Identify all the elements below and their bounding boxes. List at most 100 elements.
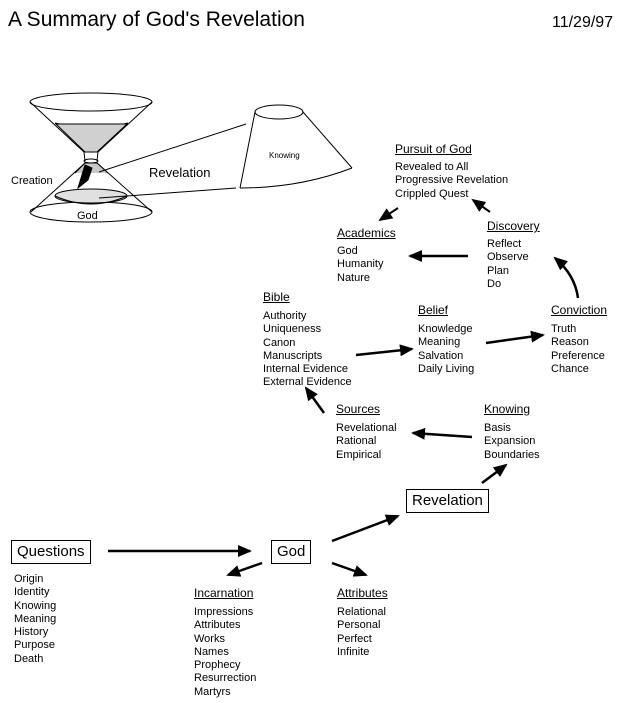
hourglass-shape	[29, 92, 153, 223]
knowing-list: Basis Expansion Boundaries	[484, 422, 540, 462]
attributes-node: Attributes Relational Personal Perfect I…	[337, 586, 388, 659]
list-item: Origin	[14, 573, 44, 585]
page-date: 11/29/97	[552, 14, 614, 31]
list-item: Crippled Quest	[395, 187, 469, 200]
list-item: Meaning	[14, 612, 57, 625]
pursuit-heading: Pursuit of God	[395, 142, 508, 156]
questions-list: Origin Identity Knowing Meaning History …	[14, 573, 56, 666]
arrow-sources-bible	[304, 386, 326, 414]
list-item: Meaning	[418, 336, 461, 349]
conviction-list: Truth Reason Preference Chance	[551, 323, 607, 376]
list-item: Preference	[551, 349, 605, 362]
list-item: Plan	[487, 264, 510, 277]
arrow-god-revelation	[331, 514, 400, 543]
sources-list: Revelational Rational Empirical	[336, 422, 397, 462]
list-item: Infinite	[337, 645, 370, 658]
list-item: Authority	[263, 310, 307, 322]
list-item: Resurrection	[194, 672, 257, 685]
arrow-conviction-discovery	[553, 256, 580, 299]
knowing-cone-label: Knowing	[269, 151, 300, 160]
pursuit-node: Pursuit of God Revealed to All Progressi…	[395, 142, 508, 201]
list-item: Impressions	[194, 606, 254, 618]
list-item: Salvation	[418, 349, 464, 362]
belief-heading: Belief	[418, 303, 449, 317]
academics-heading: Academics	[337, 226, 396, 240]
arrow-discovery-pursuit	[471, 198, 491, 213]
attributes-heading: Attributes	[337, 586, 388, 600]
creation-label: Creation	[11, 175, 53, 187]
arrow-belief-conviction	[485, 330, 545, 345]
list-item: Daily Living	[418, 362, 475, 375]
incarnation-list: Impressions Attributes Works Names Proph…	[194, 606, 256, 699]
pursuit-heading-word1: Pursuit	[395, 142, 433, 156]
list-item: Death	[14, 652, 44, 665]
arrow-bible-belief	[355, 344, 414, 357]
list-item: History	[14, 626, 49, 639]
list-item: Boundaries	[484, 448, 540, 461]
list-item: Knowledge	[418, 323, 473, 335]
god-cone-label: God	[77, 210, 98, 222]
arrow-knowing-sources	[411, 427, 473, 440]
list-item: Rational	[336, 435, 377, 448]
arrow-god-incarnation	[226, 561, 263, 577]
incarnation-heading: Incarnation	[194, 586, 254, 600]
list-item: Perfect	[337, 632, 372, 645]
list-item: Reason	[551, 336, 589, 349]
god-box: God	[271, 540, 312, 564]
knowing-cone	[239, 104, 353, 189]
list-item: Names	[194, 645, 229, 658]
list-item: Basis	[484, 422, 511, 434]
academics-node: Academics God Humanity Nature	[337, 226, 396, 285]
sources-heading: Sources	[336, 402, 381, 416]
sources-node: Sources Revelational Rational Empirical	[336, 402, 397, 462]
arrow-academics-pursuit	[378, 207, 399, 222]
discovery-node: Discovery Reflect Observe Plan Do	[487, 219, 540, 291]
pursuit-heading-word3: God	[449, 142, 472, 156]
list-item: Personal	[337, 619, 381, 632]
revelation-hourglass-label: Revelation	[149, 165, 211, 180]
list-item: Martyrs	[194, 685, 231, 698]
incarnation-node: Incarnation Impressions Attributes Works…	[194, 586, 256, 699]
list-item: Knowing	[14, 599, 57, 612]
list-item: Expansion	[484, 435, 536, 448]
list-item: Progressive Revelation	[395, 174, 509, 187]
list-item: Attributes	[194, 619, 241, 632]
discovery-heading: Discovery	[487, 219, 540, 233]
list-item: Uniqueness	[263, 323, 322, 336]
arrow-revelation-knowing	[481, 463, 508, 484]
conviction-node: Conviction Truth Reason Preference Chanc…	[551, 303, 607, 376]
list-item: Manuscripts	[263, 349, 323, 362]
list-item: God	[337, 245, 358, 257]
list-item: Do	[487, 277, 502, 290]
list-item: Purpose	[14, 639, 55, 652]
list-item: Internal Evidence	[263, 363, 348, 376]
list-item: Reflect	[487, 238, 522, 250]
pursuit-list: Revealed to All Progressive Revelation C…	[395, 161, 508, 201]
list-item: Prophecy	[194, 659, 241, 672]
revelation-box: Revelation	[406, 489, 489, 513]
belief-list: Knowledge Meaning Salvation Daily Living	[418, 323, 474, 376]
conviction-heading: Conviction	[551, 303, 608, 317]
revelation-lines	[98, 123, 247, 199]
list-item: External Evidence	[263, 376, 352, 389]
list-item: Canon	[263, 336, 296, 349]
list-item: Observe	[487, 251, 529, 264]
page-title: A Summary of God's Revelation	[8, 8, 305, 31]
list-item: Works	[194, 632, 225, 645]
list-item: Empirical	[336, 448, 382, 461]
arrow-god-attributes	[331, 561, 368, 577]
list-item: Truth	[551, 323, 577, 335]
bible-list: Authority Uniqueness Canon Manuscripts I…	[263, 310, 352, 390]
knowing-node: Knowing Basis Expansion Boundaries	[484, 402, 540, 462]
bible-heading: Bible	[263, 290, 290, 304]
list-item: Identity	[14, 586, 50, 599]
questions-box: Questions	[11, 540, 91, 564]
list-item: Chance	[551, 362, 589, 375]
belief-node: Belief Knowledge Meaning Salvation Daily…	[418, 303, 474, 376]
list-item: Relational	[337, 606, 386, 618]
list-item: Nature	[337, 271, 371, 284]
pursuit-heading-word2: of	[435, 142, 446, 156]
list-item: Revelational	[336, 422, 397, 434]
